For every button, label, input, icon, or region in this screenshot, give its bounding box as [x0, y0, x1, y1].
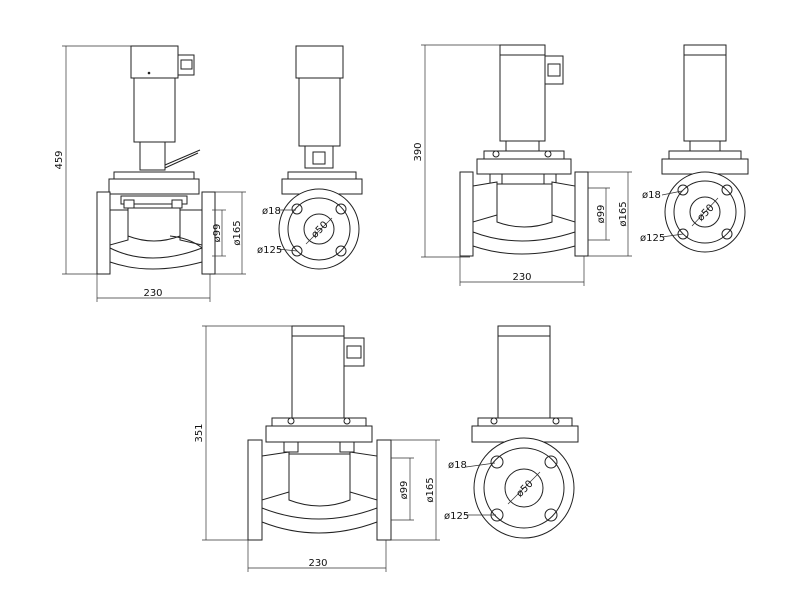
- bolt-hole-label: ø18: [642, 190, 661, 201]
- outer-diameter-label: ø165: [425, 477, 436, 502]
- inner-diameter-label: ø99: [596, 205, 607, 224]
- inner-diameter-label: ø99: [399, 481, 410, 500]
- valve-2-side-view: 390 230 ø99 ø165: [413, 44, 632, 286]
- bolt-hole-label: ø18: [262, 206, 281, 217]
- valve-3-front-view: ø18 ø50 ø125: [444, 325, 579, 539]
- width-dim-label: 230: [143, 288, 162, 299]
- outer-diameter-label: ø165: [618, 201, 629, 226]
- height-dim-label: 459: [54, 150, 65, 169]
- width-dim-label: 230: [512, 272, 531, 283]
- bolt-circle-label: ø125: [257, 245, 282, 256]
- valve-2-front-view: ø18 ø50 ø125: [640, 44, 749, 253]
- valve-3-side-view: 351 230 ø99 ø165: [194, 325, 440, 572]
- inner-diameter-label: ø99: [212, 224, 223, 243]
- bolt-circle-label: ø125: [640, 233, 665, 244]
- width-dim-label: 230: [308, 558, 327, 569]
- bolt-circle-label: ø125: [444, 511, 469, 522]
- bolt-hole-label: ø18: [448, 460, 467, 471]
- valve-1-front-view: ø18 ø50 ø125: [257, 45, 363, 270]
- height-dim-label: 390: [413, 142, 424, 161]
- valve-1-side-view: 459 230 ø99 ø165: [54, 45, 246, 302]
- outer-diameter-label: ø165: [232, 220, 243, 245]
- height-dim-label: 351: [194, 423, 205, 442]
